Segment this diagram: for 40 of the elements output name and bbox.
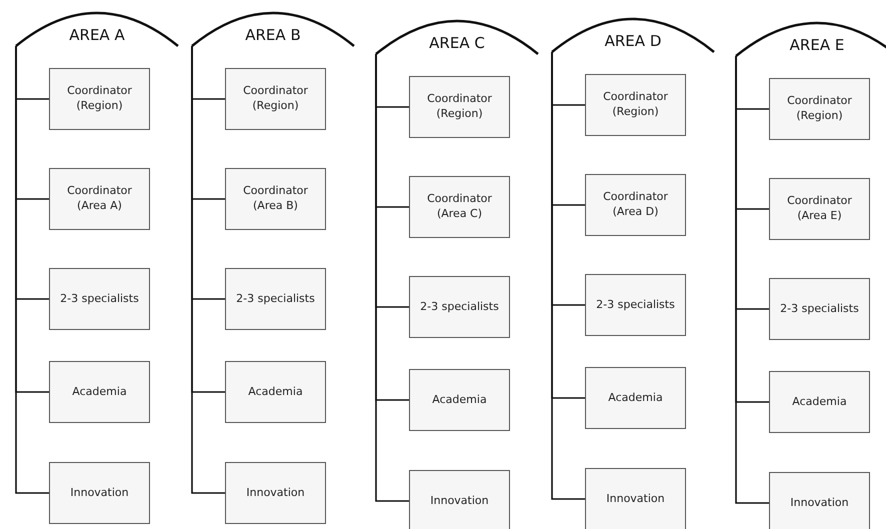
role-box: Innovation [49,462,150,524]
role-box: Coordinator (Area C) [409,176,510,238]
role-box: 2-3 specialists [769,278,870,340]
role-box: Coordinator (Region) [769,78,870,140]
role-box: Coordinator (Region) [585,74,686,136]
role-box: Innovation [769,472,870,529]
role-box: Coordinator (Area A) [49,168,150,230]
role-box: Academia [225,361,326,423]
connector-line [375,54,409,502]
connector-line [551,52,585,500]
role-box: Academia [49,361,150,423]
area-header-arc [552,18,714,52]
role-box: Coordinator (Area B) [225,168,326,230]
connector-line [15,46,49,494]
area-header-arc [192,12,354,46]
role-box: Coordinator (Region) [225,68,326,130]
role-box: Coordinator (Region) [49,68,150,130]
area-title: AREA E [790,36,844,56]
connector-line [735,56,769,504]
role-box: 2-3 specialists [49,268,150,330]
area-title: AREA A [69,26,125,46]
area-header-arc [736,22,886,56]
role-box: 2-3 specialists [585,274,686,336]
role-box: 2-3 specialists [409,276,510,338]
role-box: Coordinator (Area D) [585,174,686,236]
role-box: Academia [409,369,510,431]
area-title: AREA B [245,26,301,46]
area-header-arc [16,12,178,46]
role-box: Innovation [409,470,510,529]
role-box: Academia [585,367,686,429]
role-box: Coordinator (Region) [409,76,510,138]
role-box: Academia [769,371,870,433]
role-box: 2-3 specialists [225,268,326,330]
area-header-arc [376,20,538,54]
role-box: Innovation [225,462,326,524]
connector-line [191,46,225,494]
area-title: AREA D [604,32,662,52]
role-box: Coordinator (Area E) [769,178,870,240]
area-title: AREA C [429,34,485,54]
role-box: Innovation [585,468,686,529]
